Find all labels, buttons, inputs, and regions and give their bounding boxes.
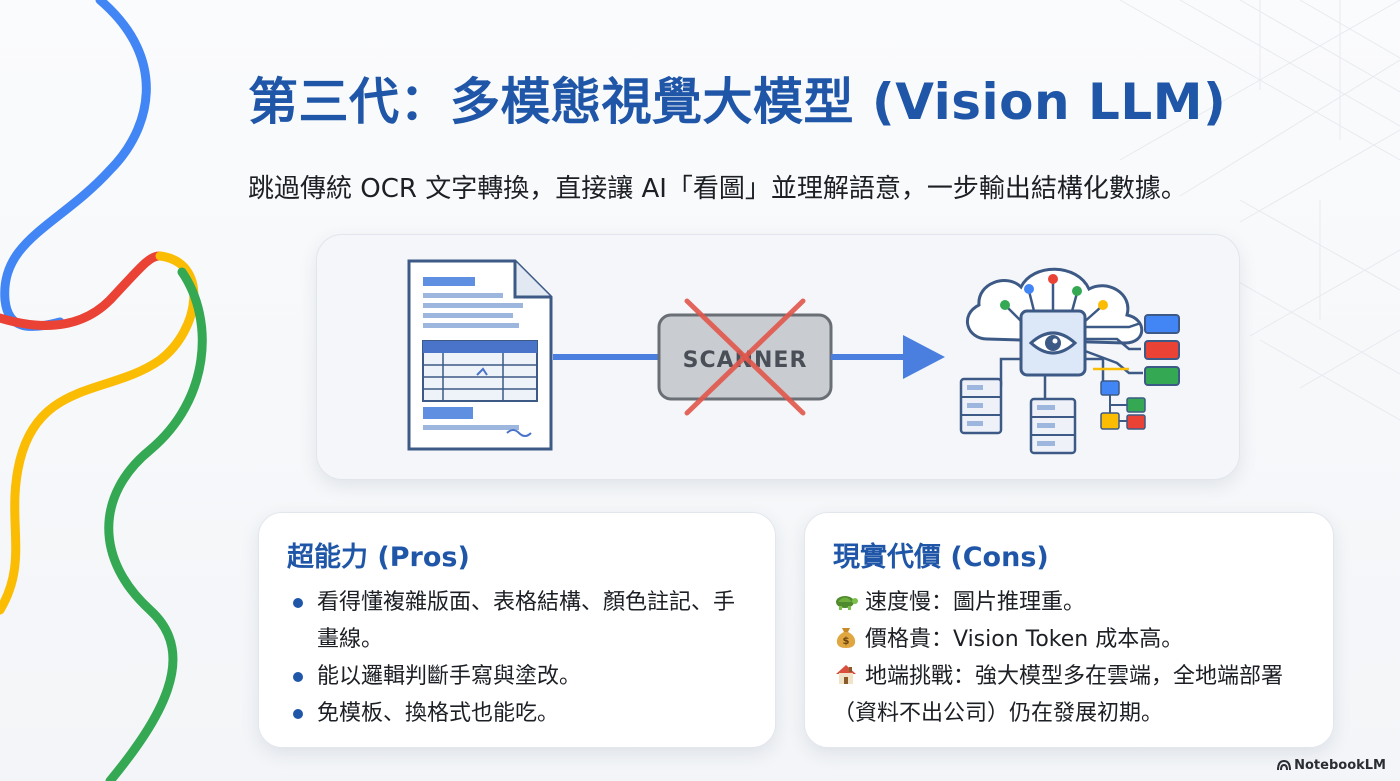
pipeline-diagram: SCANNER bbox=[407, 259, 1180, 455]
cons-heading: 現實代價 (Cons) bbox=[833, 542, 1049, 573]
ai-cloud-eye-icon bbox=[966, 267, 1144, 399]
server-icon bbox=[959, 377, 1077, 455]
slide-subtitle: 跳過傳統 OCR 文字轉換，直接讓 AI「看圖」並理解語意，一步輸出結構化數據。 bbox=[248, 174, 1187, 204]
turtle-icon bbox=[836, 596, 858, 610]
list-item: 看得懂複雜版面、表格結構、顏色註記、手畫線。 bbox=[287, 584, 751, 658]
notebooklm-logo-icon bbox=[1277, 759, 1292, 771]
document-icon bbox=[407, 259, 553, 451]
list-item: 地端挑戰：強大模型多在雲端，全地端部署（資料不出公司）仍在發展初期。 bbox=[833, 658, 1309, 732]
pros-card: 超能力 (Pros) 看得懂複雜版面、表格結構、顏色註記、手畫線。 能以邏輯判斷… bbox=[258, 512, 776, 748]
house-icon bbox=[836, 665, 856, 684]
slide-title: 第三代：多模態視覺大模型 (Vision LLM) bbox=[248, 73, 1227, 131]
structured-data-blocks-icon bbox=[1100, 314, 1180, 430]
notebooklm-watermark: NotebookLM bbox=[1277, 758, 1386, 773]
list-item: 能以邏輯判斷手寫與塗改。 bbox=[287, 658, 751, 695]
bullet-icon bbox=[293, 598, 303, 608]
svg-text:$: $ bbox=[843, 636, 850, 647]
pros-heading: 超能力 (Pros) bbox=[287, 542, 470, 573]
arrow-right-icon bbox=[831, 335, 945, 379]
bullet-icon bbox=[293, 672, 303, 682]
cons-list: 速度慢：圖片推理重。 $ 價格貴：Vision Token 成本高。 地端挑戰：… bbox=[833, 584, 1309, 732]
pros-list: 看得懂複雜版面、表格結構、顏色註記、手畫線。 能以邏輯判斷手寫與塗改。 免模板、… bbox=[287, 584, 751, 732]
bullet-icon bbox=[293, 709, 303, 719]
diagram-card: SCANNER bbox=[316, 234, 1240, 480]
list-item: 免模板、換格式也能吃。 bbox=[287, 695, 751, 732]
money-bag-icon: $ bbox=[836, 628, 856, 648]
list-item: $ 價格貴：Vision Token 成本高。 bbox=[833, 621, 1309, 658]
crossed-out-scanner-icon: SCANNER bbox=[657, 298, 833, 416]
cons-card: 現實代價 (Cons) 速度慢：圖片推理重。 $ 價格貴：Vision Toke… bbox=[804, 512, 1334, 748]
scanner-label: SCANNER bbox=[683, 348, 808, 373]
decorative-ribbons bbox=[0, 0, 207, 781]
list-item: 速度慢：圖片推理重。 bbox=[833, 584, 1309, 621]
